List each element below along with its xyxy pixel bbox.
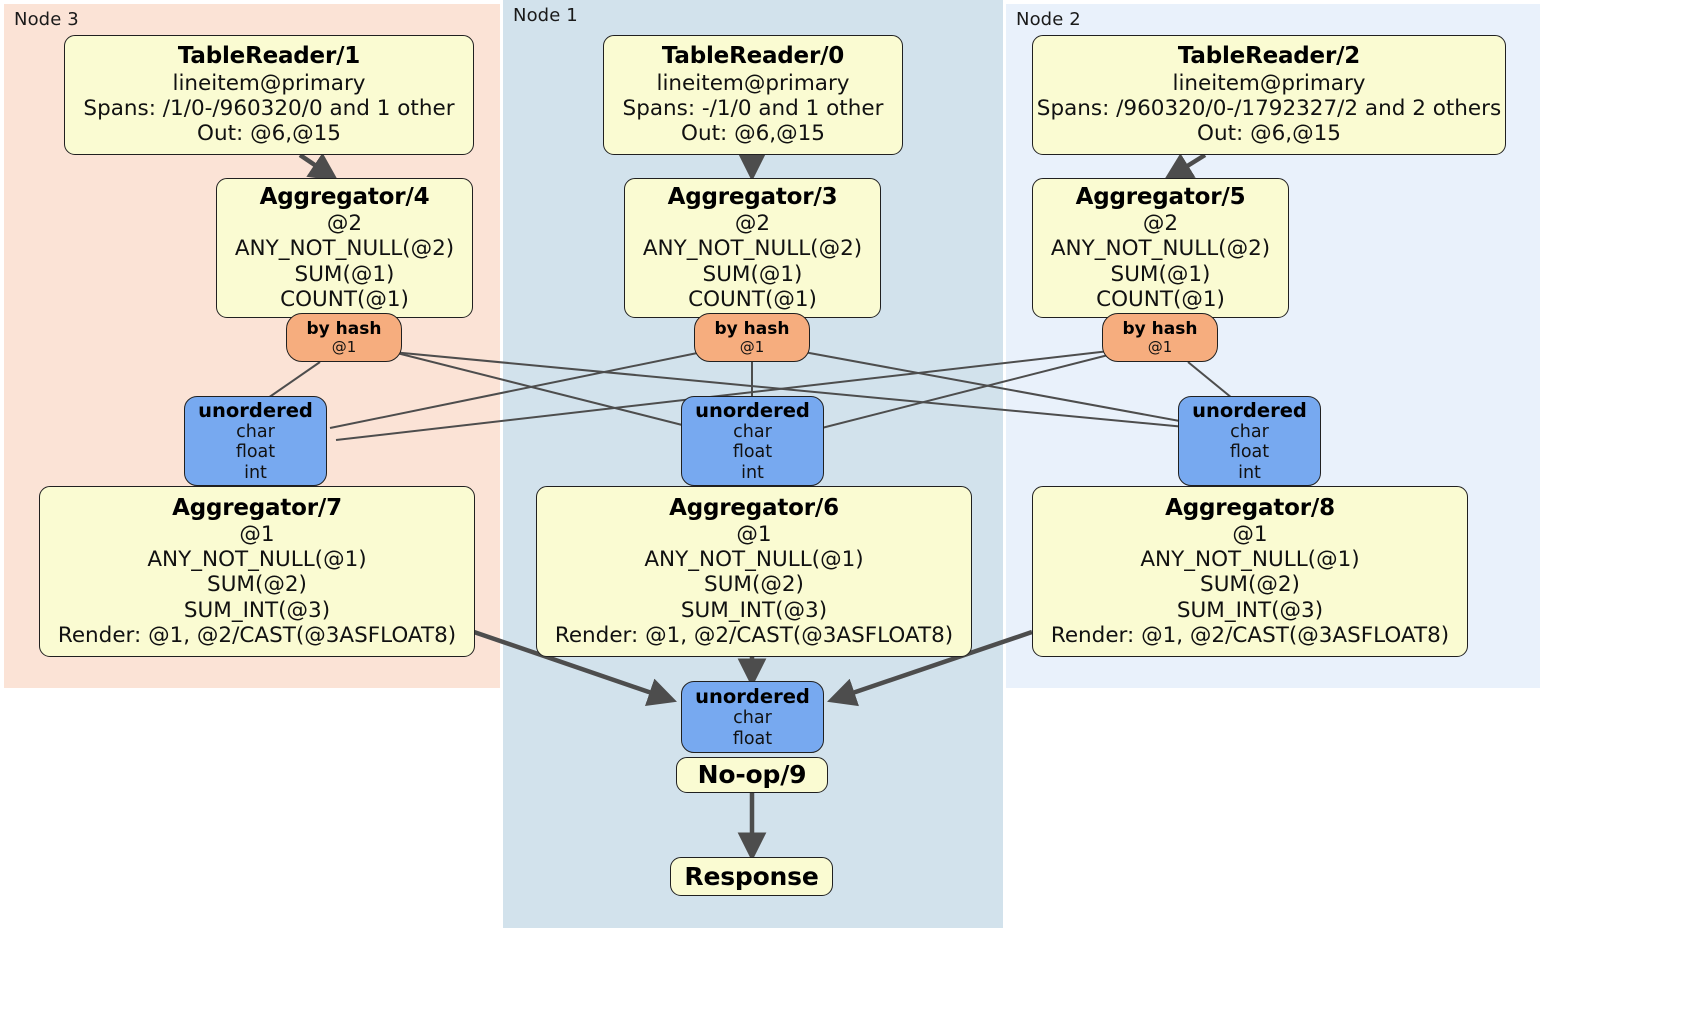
node-line: @1: [239, 521, 275, 547]
node-line: SUM_INT(@3): [1176, 597, 1324, 623]
sync-line: int: [1238, 462, 1261, 483]
processor-aggregator-4[interactable]: Aggregator/4 @2 ANY_NOT_NULL(@2) SUM(@1)…: [216, 178, 473, 318]
router-by-hash-5[interactable]: by hash @1: [1102, 313, 1218, 362]
sync-line: float: [235, 442, 276, 463]
sync-line: char: [733, 421, 772, 442]
node-line: SUM_INT(@3): [680, 597, 828, 623]
processor-aggregator-5[interactable]: Aggregator/5 @2 ANY_NOT_NULL(@2) SUM(@1)…: [1032, 178, 1289, 318]
node-line: Out: @6,@15: [1197, 121, 1341, 147]
node-line: COUNT(@1): [688, 286, 817, 312]
node-line: SUM(@1): [294, 261, 395, 287]
processor-aggregator-7[interactable]: Aggregator/7 @1 ANY_NOT_NULL(@1) SUM(@2)…: [39, 486, 475, 657]
node-line: Spans: /1/0-/960320/0 and 1 other: [83, 95, 455, 121]
node-line: lineitem@primary: [656, 70, 850, 96]
node-line: Render: @1, @2/CAST(@3ASFLOAT8): [1050, 623, 1450, 649]
node-line: ANY_NOT_NULL(@1): [1140, 547, 1360, 573]
router-line: @1: [739, 337, 765, 356]
node-line: lineitem@primary: [172, 70, 366, 96]
processor-tablereader-1[interactable]: TableReader/1 lineitem@primary Spans: /1…: [64, 35, 474, 155]
node-title: Aggregator/7: [172, 494, 342, 521]
router-title: by hash: [1122, 318, 1198, 339]
node-line: ANY_NOT_NULL(@2): [234, 236, 455, 262]
node-line: SUM_INT(@3): [183, 597, 331, 623]
node-title: Aggregator/5: [1075, 183, 1246, 210]
node-line: SUM(@2): [1200, 572, 1300, 598]
node-title: Aggregator/3: [667, 183, 838, 210]
processor-noop-9[interactable]: No-op/9: [676, 757, 828, 793]
node-line: Render: @1, @2/CAST(@3ASFLOAT8): [554, 623, 954, 649]
node-line: lineitem@primary: [1172, 70, 1366, 96]
node-line: SUM(@1): [1110, 261, 1211, 287]
sync-line: int: [741, 462, 764, 483]
synchronizer-unordered-final[interactable]: unordered char float: [681, 681, 824, 753]
sync-title: unordered: [695, 684, 810, 708]
node-line: Spans: -/1/0 and 1 other: [622, 95, 884, 121]
node-line: ANY_NOT_NULL(@2): [1050, 236, 1271, 262]
processor-tablereader-2[interactable]: TableReader/2 lineitem@primary Spans: /9…: [1032, 35, 1506, 155]
node-line: Spans: /960320/0-/1792327/2 and 2 others: [1036, 95, 1502, 121]
synchronizer-unordered-8[interactable]: unordered char float int: [1178, 396, 1321, 486]
node-line: @1: [736, 521, 772, 547]
processor-aggregator-3[interactable]: Aggregator/3 @2 ANY_NOT_NULL(@2) SUM(@1)…: [624, 178, 881, 318]
router-title: by hash: [306, 318, 382, 339]
node-title: Aggregator/6: [669, 494, 839, 521]
router-line: @1: [331, 337, 357, 356]
node-region-label-node2: Node 2: [1016, 9, 1081, 30]
node-title: Response: [684, 861, 819, 891]
node-region-label-node3: Node 3: [14, 9, 79, 30]
node-line: Out: @6,@15: [197, 121, 341, 147]
node-line: ANY_NOT_NULL(@1): [644, 547, 864, 573]
node-line: @2: [326, 210, 363, 236]
node-line: @2: [1142, 210, 1179, 236]
node-title: Aggregator/4: [259, 183, 430, 210]
sync-line: int: [244, 462, 267, 483]
processor-aggregator-8[interactable]: Aggregator/8 @1 ANY_NOT_NULL(@1) SUM(@2)…: [1032, 486, 1468, 657]
node-line: COUNT(@1): [280, 286, 409, 312]
sync-line: float: [1229, 442, 1270, 463]
node-line: @2: [734, 210, 771, 236]
sync-title: unordered: [695, 398, 810, 422]
node-line: SUM(@2): [207, 572, 307, 598]
synchronizer-unordered-6[interactable]: unordered char float int: [681, 396, 824, 486]
sync-line: float: [732, 728, 773, 749]
node-line: COUNT(@1): [1096, 286, 1225, 312]
node-line: SUM(@1): [702, 261, 803, 287]
node-line: SUM(@2): [704, 572, 804, 598]
router-title: by hash: [714, 318, 790, 339]
sync-line: char: [733, 707, 772, 728]
node-line: @1: [1232, 521, 1268, 547]
node-region-label-node1: Node 1: [513, 5, 578, 26]
router-by-hash-3[interactable]: by hash @1: [694, 313, 810, 362]
node-line: Render: @1, @2/CAST(@3ASFLOAT8): [57, 623, 457, 649]
node-title: No-op/9: [697, 760, 807, 790]
node-line: ANY_NOT_NULL(@2): [642, 236, 863, 262]
node-line: Out: @6,@15: [681, 121, 825, 147]
response-node[interactable]: Response: [670, 857, 833, 896]
node-title: TableReader/2: [1177, 43, 1361, 70]
processor-tablereader-0[interactable]: TableReader/0 lineitem@primary Spans: -/…: [603, 35, 903, 155]
node-title: TableReader/1: [177, 43, 361, 70]
sync-line: char: [236, 421, 275, 442]
sync-title: unordered: [198, 398, 313, 422]
sync-line: char: [1230, 421, 1269, 442]
router-line: @1: [1147, 337, 1173, 356]
router-by-hash-4[interactable]: by hash @1: [286, 313, 402, 362]
synchronizer-unordered-7[interactable]: unordered char float int: [184, 396, 327, 486]
sync-line: float: [732, 442, 773, 463]
node-title: TableReader/0: [661, 43, 845, 70]
processor-aggregator-6[interactable]: Aggregator/6 @1 ANY_NOT_NULL(@1) SUM(@2)…: [536, 486, 972, 657]
sync-title: unordered: [1192, 398, 1307, 422]
node-title: Aggregator/8: [1165, 494, 1335, 521]
node-line: ANY_NOT_NULL(@1): [147, 547, 367, 573]
